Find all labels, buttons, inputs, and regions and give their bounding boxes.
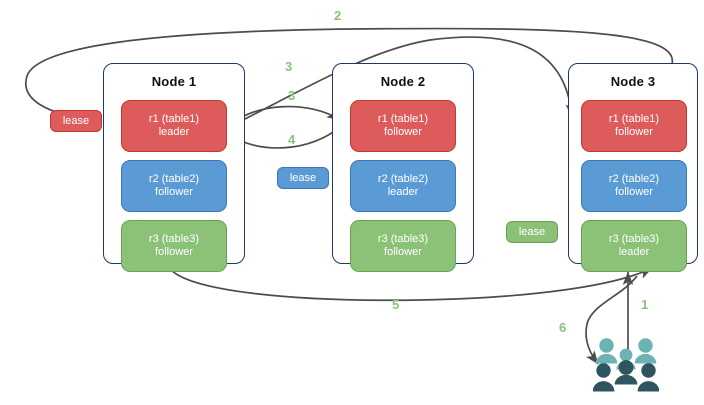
replica-name: r1 (table1) <box>608 112 660 125</box>
replica-chip[interactable]: r2 (table2) follower <box>121 160 227 212</box>
users-icon <box>593 338 659 392</box>
node-title: Node 2 <box>380 74 426 89</box>
step-label-2: 2 <box>334 8 342 23</box>
replica-name: r1 (table1) <box>148 112 200 125</box>
replica-name: r2 (table2) <box>148 172 200 185</box>
replica-chip[interactable]: r2 (table2) leader <box>350 160 456 212</box>
replica-role: follower <box>615 126 653 138</box>
replica-role: follower <box>155 246 193 258</box>
replica-role: follower <box>384 246 422 258</box>
replica-name: r2 (table2) <box>608 172 660 185</box>
replica-role: leader <box>387 186 419 198</box>
replica-role: leader <box>618 246 650 258</box>
replica-chip[interactable]: r3 (table3) leader <box>581 220 687 272</box>
replica-name: r3 (table3) <box>377 232 429 245</box>
node-card-2[interactable]: Node 2 r1 (table1) follower r2 (table2) … <box>332 63 474 272</box>
node-card-1[interactable]: Node 1 r1 (table1) leader r2 (table2) fo… <box>103 63 245 272</box>
replica-name: r1 (table1) <box>377 112 429 125</box>
replica-chip[interactable]: r3 (table3) follower <box>121 220 227 272</box>
lease-badge-r1[interactable]: lease <box>50 110 102 132</box>
step-label-5: 5 <box>392 297 400 312</box>
replica-role: leader <box>158 126 190 138</box>
replica-chip[interactable]: r3 (table3) follower <box>350 220 456 272</box>
arrow-step-6 <box>585 275 638 365</box>
step-label-3b: 3 <box>288 88 296 103</box>
step-label-4: 4 <box>288 132 296 147</box>
replica-chip[interactable]: r1 (table1) follower <box>350 100 456 152</box>
lease-badge-r2[interactable]: lease <box>277 167 329 189</box>
node-title: Node 1 <box>151 74 197 89</box>
replica-role: follower <box>615 186 653 198</box>
step-label-1: 1 <box>641 297 649 312</box>
replica-role: follower <box>384 126 422 138</box>
replica-chip[interactable]: r1 (table1) leader <box>121 100 227 152</box>
node-card-3[interactable]: Node 3 r1 (table1) follower r2 (table2) … <box>568 63 698 272</box>
step-label-3a: 3 <box>285 59 293 74</box>
replica-chip[interactable]: r1 (table1) follower <box>581 100 687 152</box>
replica-chip[interactable]: r2 (table2) follower <box>581 160 687 212</box>
node-title: Node 3 <box>610 74 656 89</box>
replica-name: r3 (table3) <box>608 232 660 245</box>
replica-name: r2 (table2) <box>377 172 429 185</box>
replica-name: r3 (table3) <box>148 232 200 245</box>
arrow-step-4 <box>229 123 344 149</box>
step-label-6: 6 <box>559 320 567 335</box>
replica-role: follower <box>155 186 193 198</box>
lease-badge-r3[interactable]: lease <box>506 221 558 243</box>
